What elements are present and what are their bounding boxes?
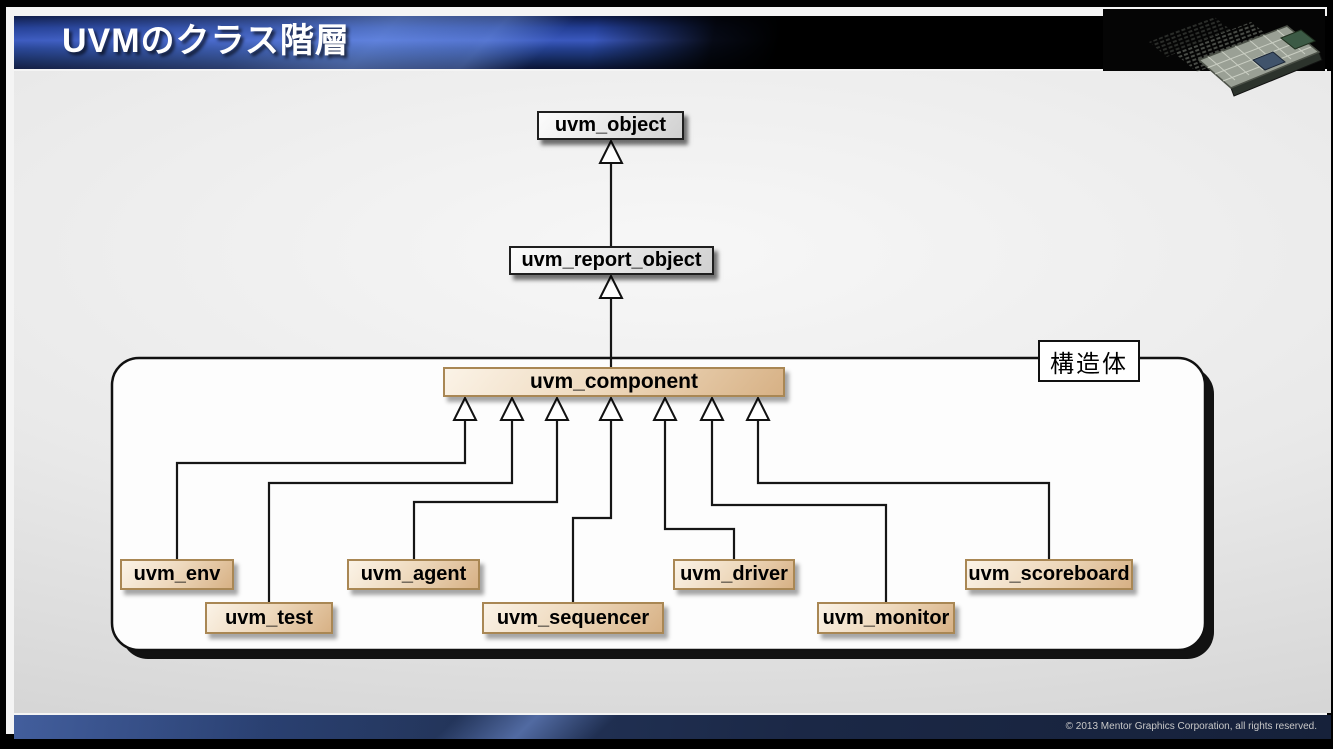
chip-die bbox=[1252, 51, 1286, 71]
class-box-uvm-agent: uvm_agent bbox=[347, 559, 480, 590]
inheritance-arrowheads bbox=[452, 138, 771, 421]
footer-bar: © 2013 Mentor Graphics Corporation, all … bbox=[14, 715, 1331, 739]
class-box-uvm-component: uvm_component bbox=[443, 367, 785, 397]
struct-container-label: 構造体 bbox=[1038, 340, 1140, 382]
class-box-uvm-env: uvm_env bbox=[120, 559, 234, 590]
class-box-uvm-monitor: uvm_monitor bbox=[817, 602, 955, 634]
class-box-uvm-driver: uvm_driver bbox=[673, 559, 795, 590]
inheritance-connectors bbox=[175, 163, 1051, 603]
class-box-uvm-object: uvm_object bbox=[537, 111, 684, 140]
chip-echo bbox=[1149, 16, 1231, 57]
slide-title: UVMのクラス階層 bbox=[62, 22, 350, 60]
class-box-uvm-report-object: uvm_report_object bbox=[509, 246, 714, 275]
chip-logo-icon bbox=[1149, 16, 1323, 97]
class-box-uvm-sequencer: uvm_sequencer bbox=[482, 602, 664, 634]
copyright-text: © 2013 Mentor Graphics Corporation, all … bbox=[1065, 721, 1317, 732]
chip-die bbox=[1280, 29, 1316, 50]
class-box-uvm-scoreboard: uvm_scoreboard bbox=[965, 559, 1133, 590]
class-box-uvm-test: uvm_test bbox=[205, 602, 333, 634]
